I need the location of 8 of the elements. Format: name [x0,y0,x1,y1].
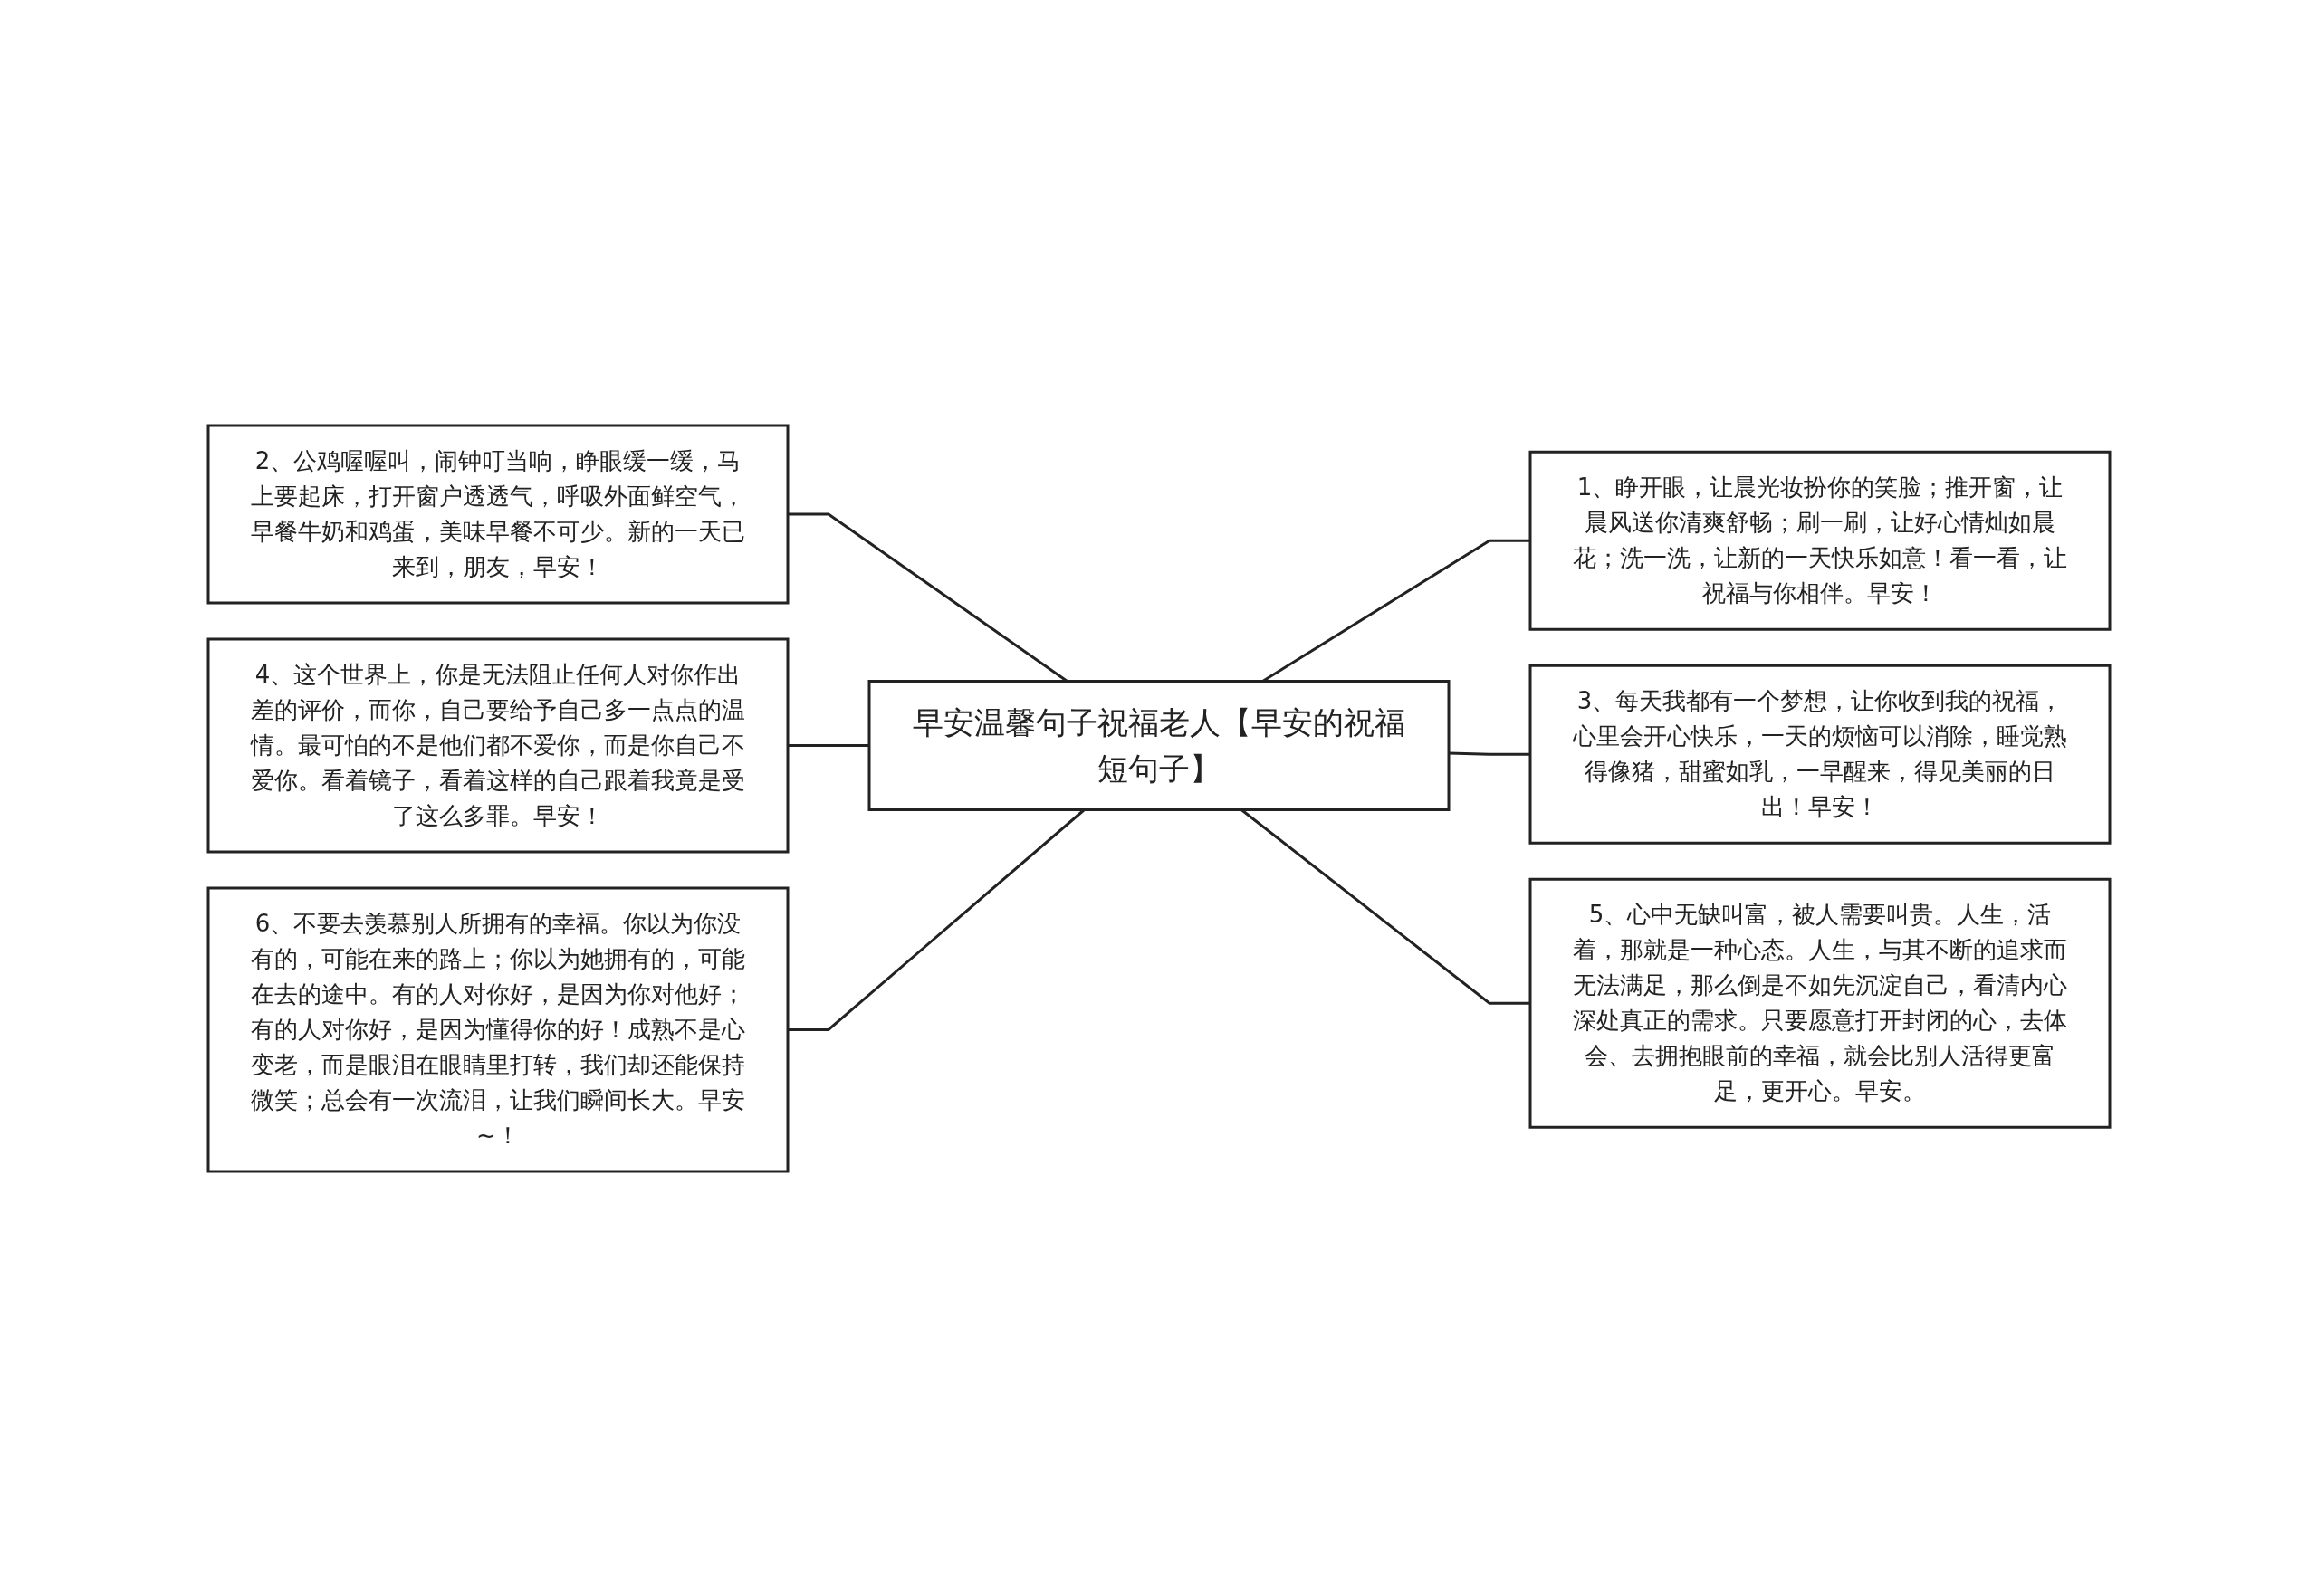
node-box: 4、这个世界上，你是无法阻止任何人对你作出差的评价，而你，自己要给予自己多一点点的温情。最可怕的不是他们都不爱你，而是你自己不爱你。看着镜子，看着这样的自己跟着我竟是受了这么多罪。早安！ [206,637,790,853]
connector [788,743,869,747]
node-box: 早安温馨句子祝福老人【早安的祝福短句子】 [867,679,1451,811]
node-box: 5、心中无缺叫富，被人需要叫贵。人生，活着，那就是一种心态。人生，与其不断的追求而无法满足，那么倒是不如先沉淀自己，看清内心深处真正的需求。只要愿意打开封闭的心，去体会、去拥抱眼前的幸福，就会比别人活得更富足，更开心。早安。 [1528,877,2112,1129]
node-box: 2、公鸡喔喔叫，闹钟叮当响，睁眼缓一缓，马上要起床，打开窗户透透气，呼吸外面鲜空气，早餐牛奶和鸡蛋，美味早餐不可少。新的一天已来到，朋友，早安！ [206,424,790,604]
node-box: 3、每天我都有一个梦想，让你收到我的祝福，心里会开心快乐，一天的烦恼可以消除，睡觉熟得像猪，甜蜜如乳，一早醒来，得见美丽的日出！早安！ [1528,664,2112,845]
node-box: 6、不要去羡慕别人所拥有的幸福。你以为你没有的，可能在来的路上；你以为她拥有的，可能在去的途中。有的人对你好，是因为你对他好；有的人对你好，是因为懂得你的好！成熟不是心变老，而是眼泪在眼睛里打转，我们却还能保持微笑；总会有一次流泪，让我们瞬间长大。早安~！ [206,886,790,1172]
node-box: 1、睁开眼，让晨光妆扮你的笑脸；推开窗，让晨风送你清爽舒畅；刷一刷，让好心情灿如晨花；洗一洗，让新的一天快乐如意！看一看，让祝福与你相伴。早安！ [1528,450,2112,631]
